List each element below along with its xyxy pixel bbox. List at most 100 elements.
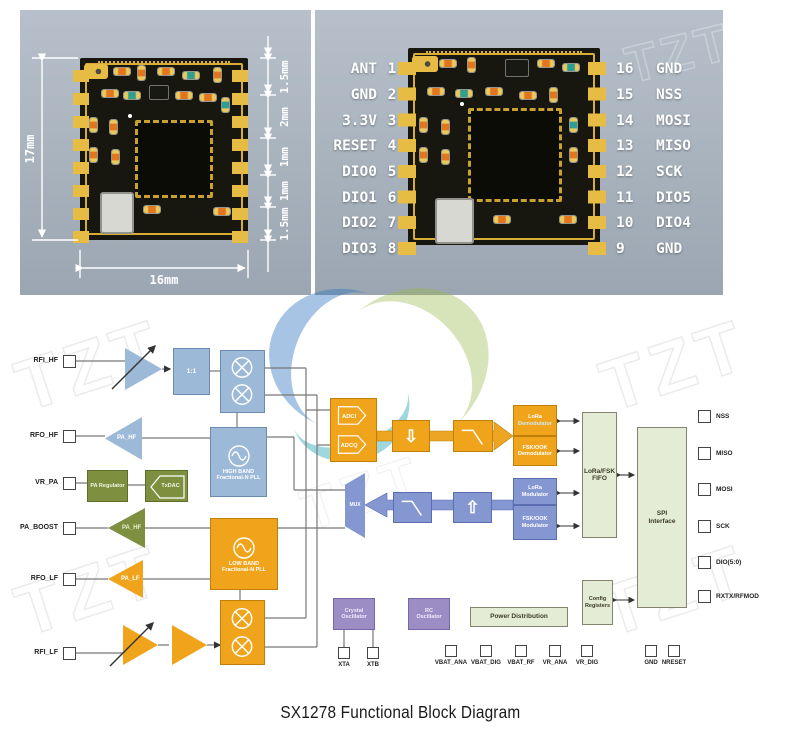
pcb-component xyxy=(570,148,577,162)
pin-number: 4 xyxy=(387,138,397,154)
block-label: PA_HF xyxy=(117,435,137,441)
pin-label: GND xyxy=(656,61,683,77)
pin-label: GND xyxy=(644,660,658,666)
block-label: TxDAC xyxy=(161,482,180,489)
pcb-component xyxy=(442,120,449,134)
spi-interface-block: SPI Interface xyxy=(637,427,687,608)
lora-demodulator-block: LoRa Demodulator xyxy=(513,405,557,436)
block-label: PA Regulator xyxy=(90,482,125,489)
config-registers-block: Config Registers xyxy=(582,580,613,625)
pin-label: DIO3 xyxy=(342,241,377,257)
pin-pa-boost xyxy=(63,522,76,535)
pin-label: DIO5 xyxy=(656,190,691,206)
pad-column-right xyxy=(588,62,606,258)
pcb-component xyxy=(560,216,576,223)
block-label: Oscillator xyxy=(416,614,442,620)
pcb-component xyxy=(442,150,449,164)
high-band-pll-block: HIGH BAND Fractional-N PLL xyxy=(210,427,267,497)
block-label: Modulator xyxy=(521,491,549,498)
tx-path-arrow xyxy=(364,492,514,518)
pin-label: VBAT_RF xyxy=(507,660,535,666)
pin-label: SCK xyxy=(656,164,683,180)
pin-label: ANT xyxy=(350,61,377,77)
fsk-modulator-block: FSK/OOK Modulator xyxy=(513,505,557,540)
rc-oscillator-block: RC Oscillator xyxy=(408,598,450,630)
pin-number: 11 xyxy=(616,190,634,206)
block-label: FSK/OOK xyxy=(522,516,548,523)
pcb-component xyxy=(538,60,554,67)
pcb-component xyxy=(102,90,118,97)
pin-label: DIO4 xyxy=(656,215,691,231)
pin-label: RFO_HF xyxy=(30,432,58,439)
pin-label: VR_DIG xyxy=(575,660,599,666)
pcb-component xyxy=(124,92,140,99)
pcb-component xyxy=(486,88,502,95)
pa-regulator-block: PA Regulator xyxy=(87,470,128,502)
dim-right-label: 2mm xyxy=(278,107,291,127)
block-label: Config xyxy=(588,596,607,603)
pin-vr-ana xyxy=(549,645,561,657)
pcb-component xyxy=(570,118,577,132)
pin-label: RXTX/RFMOD xyxy=(716,593,759,600)
pin-label: MISO xyxy=(656,138,691,154)
block-label: LOW BAND xyxy=(228,560,260,567)
dim-right-label: 1mm xyxy=(278,181,291,201)
mixer-icon xyxy=(231,357,253,405)
pcb-via-row xyxy=(98,61,230,63)
crystal xyxy=(435,198,474,244)
pcb-board xyxy=(80,58,248,240)
block-label: HIGH BAND xyxy=(222,468,255,475)
block-label: Interface xyxy=(648,517,676,525)
pin-number: 10 xyxy=(616,215,634,231)
block-label: Registers xyxy=(584,602,611,609)
pcb-component xyxy=(550,88,557,102)
pin-label: VBAT_ANA xyxy=(434,660,468,666)
pcb-component xyxy=(214,208,230,215)
pcb-component xyxy=(114,68,130,75)
dim-right-label: 1.5mm xyxy=(278,207,291,240)
pin-label: PA_BOOST xyxy=(20,524,58,531)
block-label: PA_HF xyxy=(122,525,142,531)
block-label: PA_LF xyxy=(121,576,140,582)
lowpass-filter-icon xyxy=(461,429,483,445)
lf-mixer-block xyxy=(220,600,265,665)
fifo-block: LoRa/FSK FIFO xyxy=(582,412,617,538)
pin-number: 8 xyxy=(387,241,397,257)
pin-xtb xyxy=(367,647,379,659)
block-label: Demodulator xyxy=(518,451,552,457)
lowpass-filter-icon xyxy=(401,500,423,516)
low-band-pll-block: LOW BAND Fractional-N PLL xyxy=(210,518,278,590)
pin-number: 15 xyxy=(616,87,634,103)
pin-rfi-hf xyxy=(63,355,76,368)
crystal-oscillator-block: Crystal Oscillator xyxy=(333,598,375,630)
fsk-demodulator-block: FSK/OOK Demodulator xyxy=(513,436,557,466)
pcb-component xyxy=(176,92,192,99)
pcb-component xyxy=(183,72,199,79)
pin-nss xyxy=(698,410,711,423)
pcb-small-ic xyxy=(150,86,168,99)
pcb-component xyxy=(138,66,145,80)
pcb-component xyxy=(428,88,444,95)
pcb-component xyxy=(200,94,216,101)
caption: SX1278 Functional Block Diagram xyxy=(0,702,800,723)
pin-label: RFO_LF xyxy=(30,575,58,582)
pin-sck xyxy=(698,520,711,533)
pin-rfi-lf xyxy=(63,647,76,660)
main-ic xyxy=(135,120,213,198)
antenna-pad xyxy=(412,56,438,72)
signal-wires xyxy=(76,360,374,654)
pcb-component xyxy=(420,148,427,162)
power-distribution-block: Power Distribution xyxy=(470,607,568,627)
pin-label: SCK xyxy=(716,523,730,530)
pin-number: 1 xyxy=(387,61,397,77)
pin-label: DIO2 xyxy=(342,215,377,231)
pin-nreset xyxy=(668,645,680,657)
pin-number: 14 xyxy=(616,113,634,129)
block-label: Fractional-N PLL xyxy=(216,475,261,481)
photo-dimensions: 17mm 16mm 1.5mm 2mm 1mm 1mm 1.5mm xyxy=(20,10,311,295)
pin-label: 3.3V xyxy=(342,113,377,129)
pin-xta xyxy=(338,647,350,659)
pcb-component xyxy=(222,98,229,112)
pin-label: RFI_HF xyxy=(33,357,59,364)
